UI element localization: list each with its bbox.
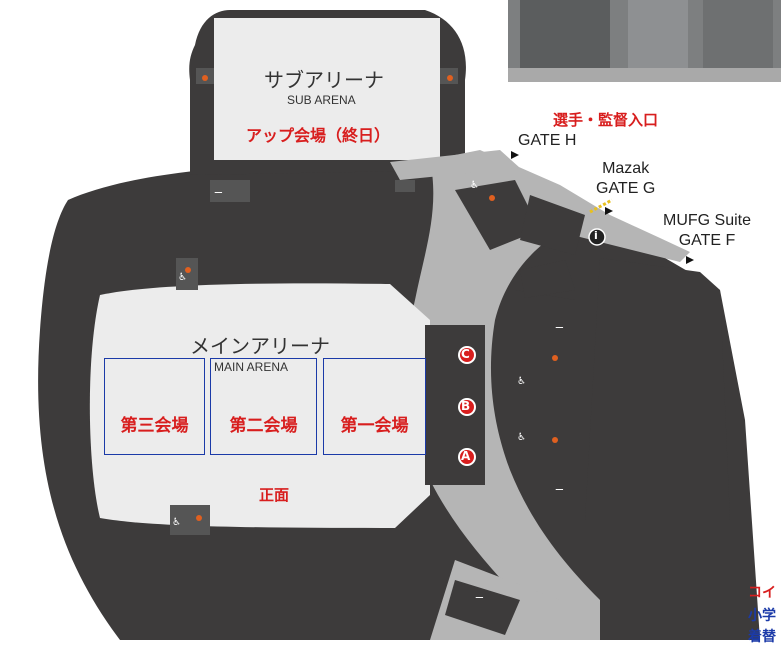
gate-g-label: Mazak GATE G	[596, 160, 656, 197]
venue-box-3: 第三会場	[104, 358, 205, 455]
restroom-female-icon	[552, 355, 558, 361]
service-room	[395, 180, 415, 192]
main-arena-floor	[89, 283, 431, 528]
gate-f-label: MUFG Suite GATE F	[663, 212, 752, 249]
gate-h-arrow	[511, 151, 519, 159]
marker-a-fill	[460, 450, 474, 464]
restroom-icon	[176, 258, 198, 290]
room-block	[445, 580, 520, 635]
sub-arena-name-en: SUB ARENA	[287, 93, 356, 107]
accessible-icon: ♿	[470, 180, 479, 191]
restroom-female-icon	[489, 195, 495, 201]
main-arena-name-en: MAIN ARENA	[214, 360, 289, 374]
marker-b-fill	[460, 400, 474, 414]
restroom-icon	[170, 505, 210, 535]
restroom-female-icon	[202, 75, 208, 81]
venue-label: 第一会場	[340, 416, 409, 436]
accessible-icon: ♿	[178, 272, 187, 283]
mufg-suite-block	[585, 258, 730, 520]
stairs-icon: ⚊	[555, 320, 564, 331]
bottom-note: 着替	[748, 629, 776, 645]
venue-label: 第三会場	[120, 416, 189, 436]
sub-arena-name-jp: サブアリーナ	[264, 68, 384, 92]
marker-letter: C	[461, 347, 470, 361]
room-block	[455, 180, 540, 250]
accessible-icon: ♿	[172, 517, 181, 528]
room-block	[425, 325, 485, 485]
stairs-icon: ⚊	[475, 590, 484, 601]
stairs-icon: ⚊	[214, 185, 223, 196]
gate-g-arrow	[605, 207, 613, 215]
room-block	[520, 260, 575, 298]
room-block	[520, 195, 585, 255]
players-entrance-label: 選手・監督入口	[553, 111, 659, 129]
accessible-icon: ♿	[517, 376, 526, 387]
bottom-note: コイ	[748, 585, 776, 601]
main-arena-name-jp: メインアリーナ	[190, 334, 330, 358]
venue-box-1: 第一会場	[323, 358, 426, 455]
corridor-ring	[406, 150, 690, 640]
restroom-female-icon	[552, 437, 558, 443]
corridor-north	[390, 150, 520, 180]
sub-arena-floor	[214, 18, 440, 160]
marker-letter: A	[461, 449, 471, 463]
marker-c-fill	[460, 348, 474, 362]
gate-f-arrow	[686, 256, 694, 264]
room-block	[515, 290, 575, 470]
accessible-icon: ♿	[517, 432, 526, 443]
entrance-photo	[508, 0, 781, 82]
sub-arena-note: アップ会場（終日）	[246, 126, 391, 145]
marker-letter: B	[461, 399, 471, 413]
info-letter: i	[594, 229, 598, 242]
venue-label: 第二会場	[229, 416, 298, 436]
front-label: 正面	[259, 486, 290, 504]
restroom-female-icon	[185, 267, 191, 273]
info-marker	[588, 228, 606, 246]
restroom-female-icon	[447, 75, 453, 81]
gate-h-label: GATE H	[518, 132, 577, 149]
venue-box-2: MAIN ARENA 第二会場	[210, 358, 317, 455]
stairs-icon: ⚊	[555, 482, 564, 493]
restroom-female-icon	[196, 515, 202, 521]
bottom-note: 小学	[748, 608, 776, 624]
direction-arrow	[589, 198, 613, 214]
service-room	[210, 180, 250, 202]
